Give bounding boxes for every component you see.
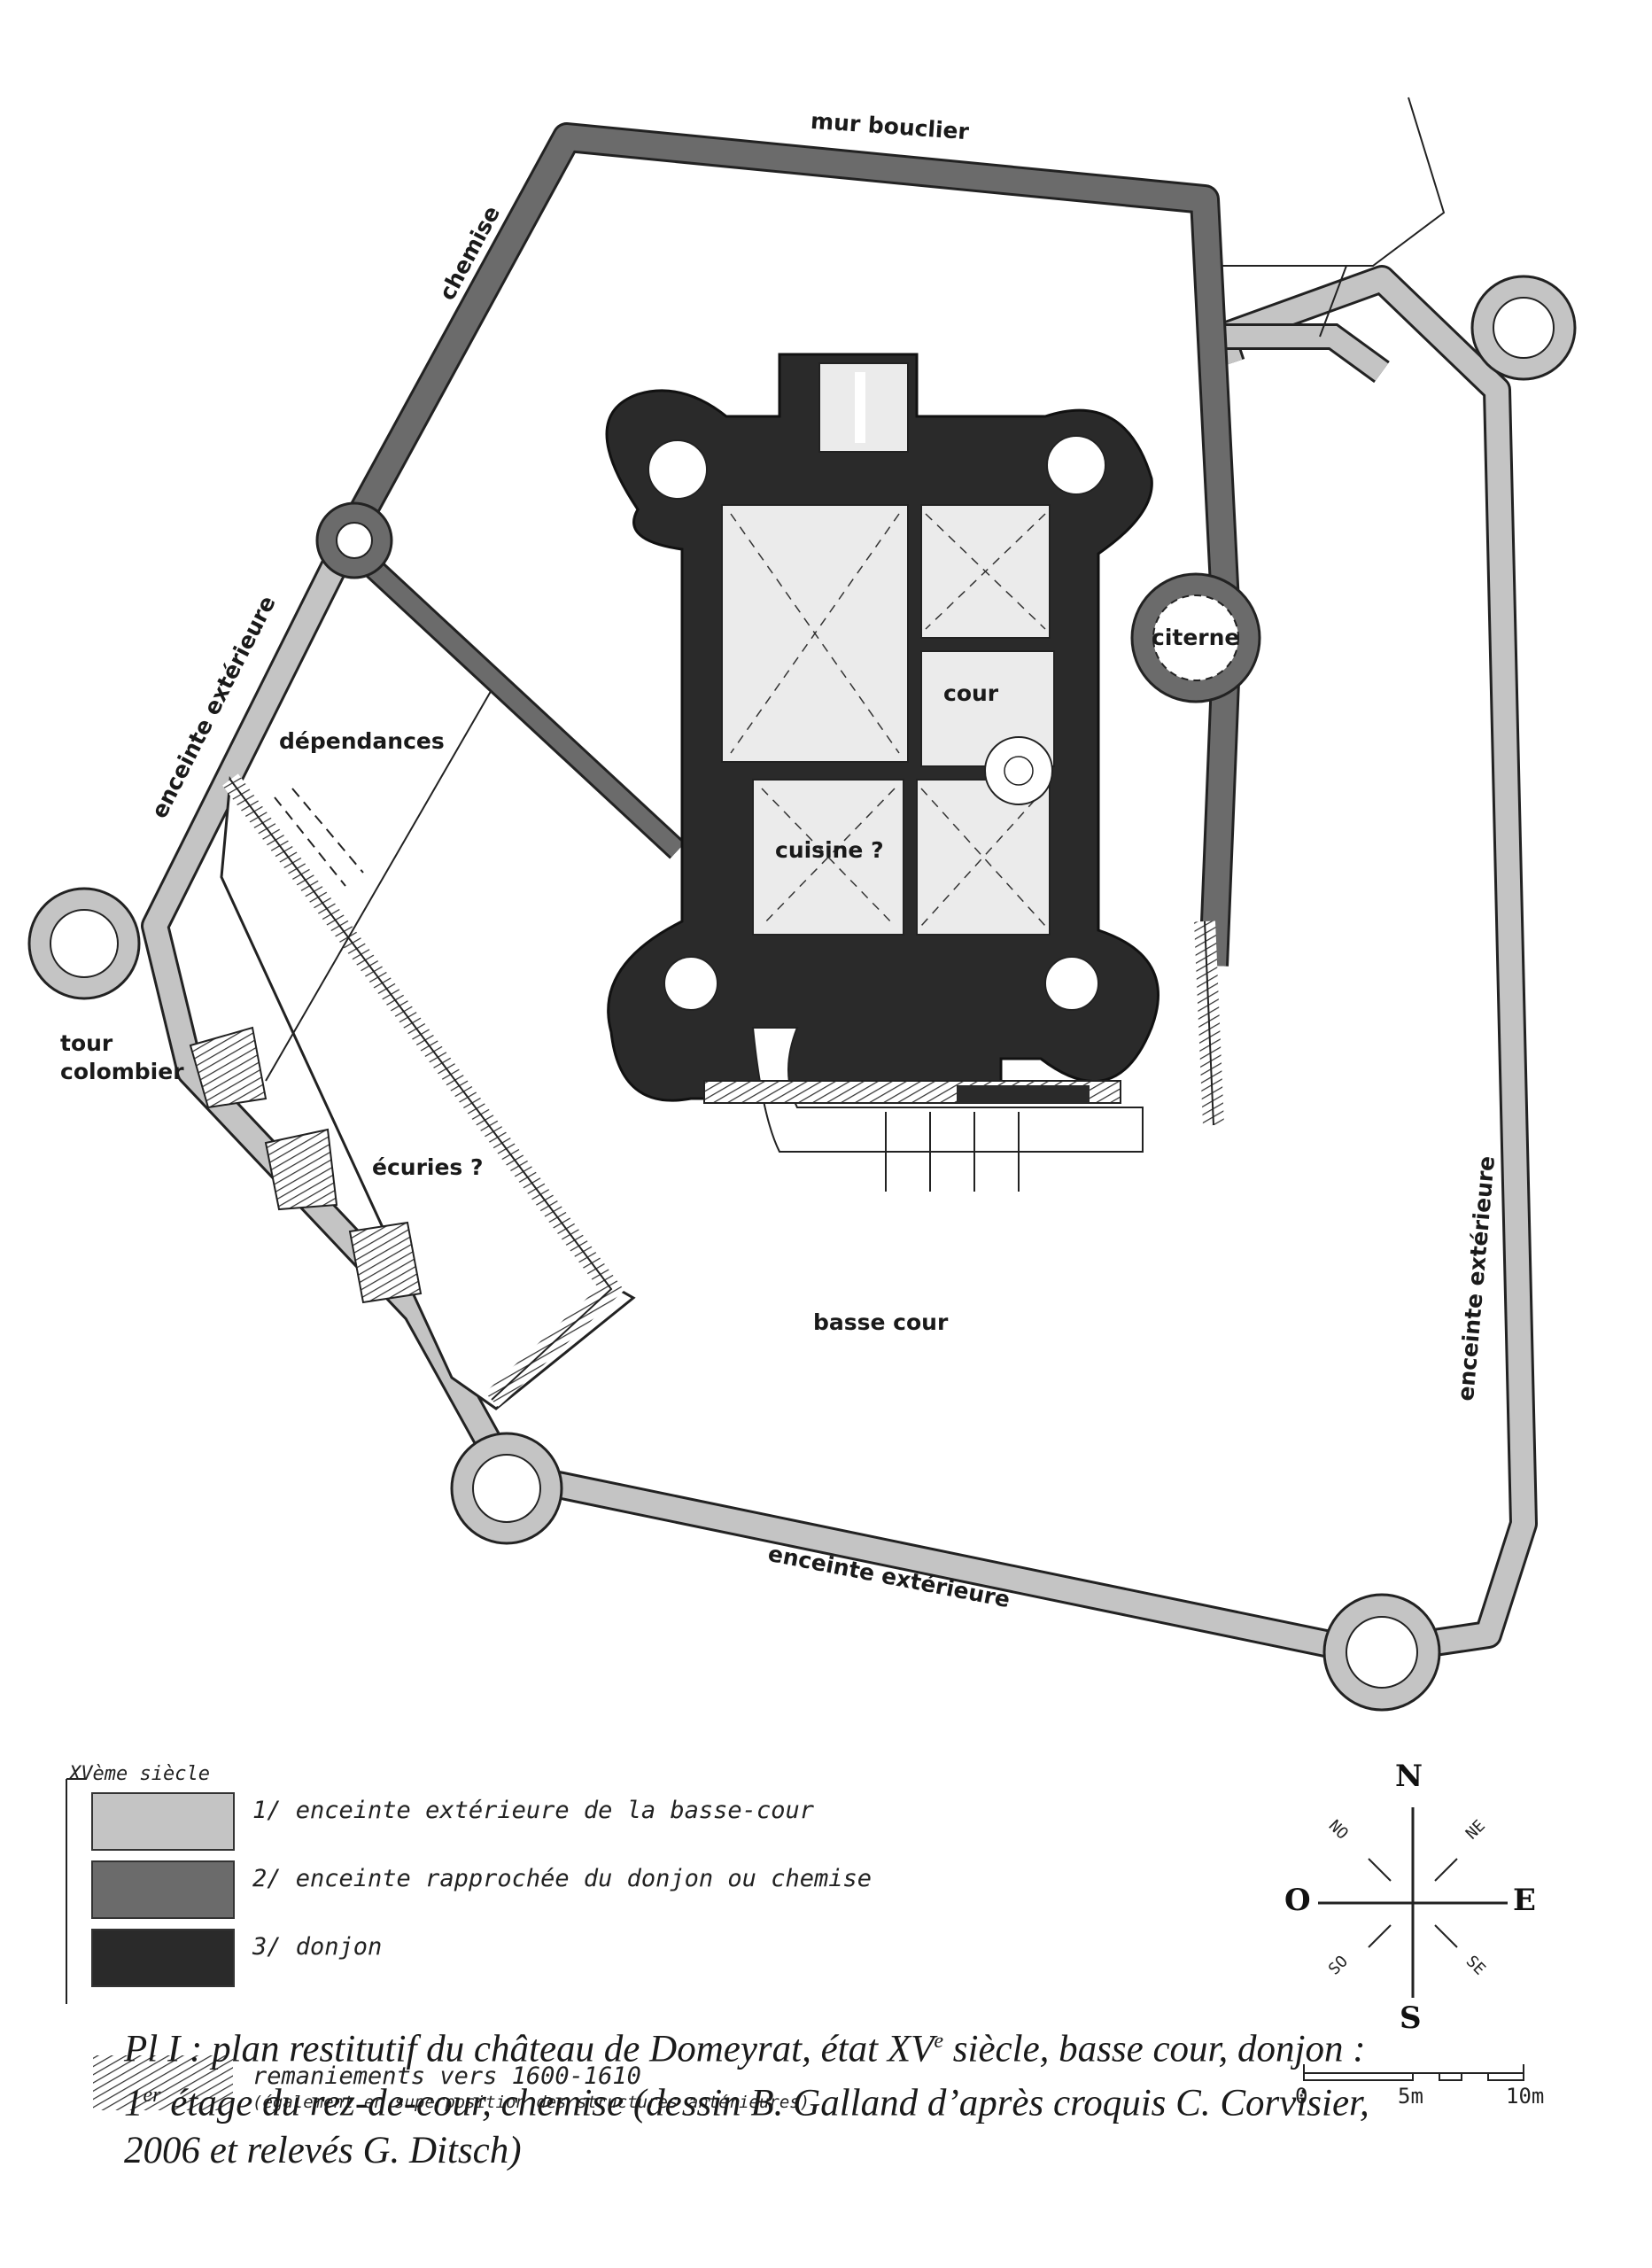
scale-label-10m: 10m [1506, 2084, 1545, 2109]
caption-line-1-b: siècle, basse cour, donjon : [943, 2028, 1366, 2070]
scale-bar [1303, 2064, 1524, 2081]
citerne-tower [1130, 572, 1261, 703]
legend-hatch-label: remaniements vers 1600-1610 [252, 2062, 641, 2090]
caption-line-1-a: Pl I : plan restitutif du château de Dom… [124, 2028, 935, 2070]
figure-caption: Pl I : plan restitutif du château de Dom… [124, 2018, 1586, 2174]
compass-rose [1318, 1807, 1508, 1998]
caption-line-2-sup: er [143, 2084, 161, 2108]
label-dependances: dépendances [279, 728, 445, 754]
legend-item-3: 3/ donjon [252, 1933, 383, 1961]
label-tour: tour [60, 1030, 113, 1056]
label-colombier: colombier [60, 1059, 184, 1084]
stair-block [703, 1027, 1144, 1192]
label-ecuries: écuries ? [372, 1154, 484, 1180]
label-citerne: citerne [1152, 625, 1240, 650]
legend-frame [66, 1778, 233, 2110]
label-basse-cour: basse cour [813, 1309, 949, 1335]
scale-label-5m: 5m [1398, 2084, 1423, 2109]
legend-item-2: 2/ enceinte rapprochée du donjon ou chem… [252, 1865, 872, 1892]
legend-swatch-enceinte [91, 1792, 235, 1851]
compass-s: S [1400, 2000, 1422, 2036]
chemise-wall [337, 122, 1242, 1126]
stables-block [189, 681, 636, 1410]
outer-towers [27, 275, 1577, 1712]
legend-hatch-sublabel: (également en superposition des structur… [252, 2093, 810, 2112]
caption-line-1: Pl I : plan restitutif du château de Dom… [124, 2018, 1586, 2072]
scale-label-0: 0 [1295, 2084, 1308, 2109]
legend-swatch-donjon [91, 1929, 235, 1987]
legend-item-1: 1/ enceinte extérieure de la basse-cour [252, 1797, 814, 1824]
compass-n: N [1395, 1759, 1423, 1794]
label-cuisine: cuisine ? [775, 837, 884, 863]
caption-line-3: 2006 et relevés G. Ditsch) [124, 2129, 522, 2171]
caption-line-2-a: 1 [124, 2082, 143, 2124]
label-cour: cour [943, 680, 999, 706]
adjacent-structure [1222, 97, 1446, 338]
compass-e: E [1513, 1883, 1536, 1918]
caption-line-2: 1er étage du rez-de-cour, chemise (dessi… [124, 2072, 1586, 2126]
legend-swatch-chemise [91, 1860, 235, 1919]
donjon [605, 353, 1160, 1102]
compass-o: O [1284, 1883, 1311, 1918]
legend-title: XVème siècle [69, 1763, 210, 1785]
caption-line-2-b: étage du rez-de-cour, chemise (dessin B.… [160, 2082, 1369, 2124]
caption-line-1-sup: e [934, 2030, 944, 2053]
